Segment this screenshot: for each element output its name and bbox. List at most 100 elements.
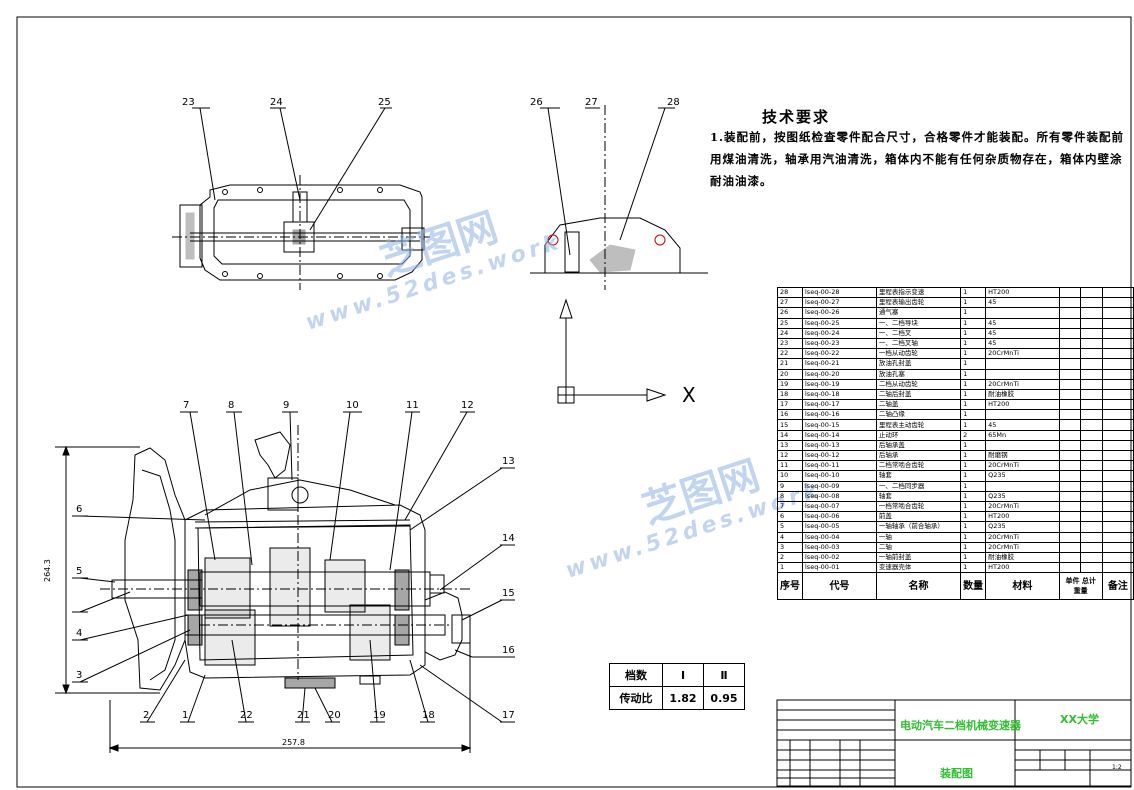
bom-cell-name: 一、二档同步器 [875, 480, 962, 492]
bom-cell-qty: 1 [960, 480, 987, 492]
bom-cell-material: Q235 [985, 521, 1060, 533]
bom-cell-total-weight [1080, 409, 1103, 421]
bom-cell-qty: 1 [960, 562, 987, 574]
bom-cell-code: lseq-00-02 [802, 551, 877, 564]
bom-cell-unit-weight [1058, 490, 1082, 502]
part-label-3: 3 [76, 670, 82, 681]
bom-cell-remark [1101, 348, 1134, 360]
bom-cell-unit-weight [1058, 378, 1082, 390]
bom-cell-total-weight [1080, 378, 1103, 390]
bom-header-name: 名称 [875, 572, 962, 601]
part-label-24: 24 [270, 97, 283, 108]
bom-cell-code: lseq-00-27 [802, 297, 877, 309]
bom-cell-qty: 1 [960, 531, 987, 543]
bom-cell-material [985, 480, 1060, 492]
bom-cell-remark [1101, 317, 1134, 329]
bom-cell-code: lseq-00-16 [802, 409, 877, 421]
part-labels-top: 23 24 25 26 27 28 [182, 97, 680, 108]
bom-cell-total-weight [1080, 307, 1103, 319]
bom-cell-material: 20CrMnTi [985, 531, 1060, 543]
bom-cell-remark [1101, 500, 1134, 513]
width-dimension: 257.8 [282, 738, 305, 747]
bom-cell-material: Q235 [985, 470, 1060, 482]
title-block [776, 699, 1132, 787]
bom-cell-remark [1101, 470, 1134, 482]
tech-requirements-body: 1.装配前，按图纸检查零件配合尺寸，合格零件才能装配。所有零件装配前用煤油清洗，… [710, 130, 1125, 188]
bom-cell-unit-weight [1058, 399, 1082, 411]
part-label-4: 4 [76, 628, 82, 639]
bom-cell-material: 45 [985, 327, 1060, 339]
bom-cell-name: 放油孔塞 [875, 368, 962, 380]
bom-cell-no: 21 [777, 358, 803, 370]
bom-header-total-weight: 总计 [1081, 577, 1096, 586]
bom-cell-qty: 1 [960, 521, 987, 533]
gear-1-ratio: 1.82 [662, 686, 704, 710]
bom-cell-qty: 1 [960, 541, 987, 553]
bom-cell-material [985, 409, 1060, 421]
bom-cell-name: 通气塞 [875, 307, 962, 319]
bom-cell-code: lseq-00-03 [802, 541, 877, 553]
part-labels-main: 1 2 3 4 5 6 7 8 9 10 11 12 13 14 15 16 1… [76, 400, 515, 721]
bom-cell-material: 20CrMnTi [985, 541, 1060, 553]
bom-cell-material [985, 358, 1060, 370]
part-label-13: 13 [502, 456, 515, 467]
bom-cell-no: 10 [777, 470, 803, 482]
bom-cell-qty: 1 [960, 368, 987, 380]
bom-cell-name: 里程表指示变速 [875, 286, 962, 299]
bom-cell-unit-weight [1058, 419, 1082, 431]
bom-cell-qty: 1 [960, 500, 987, 513]
bom-header-code: 代号 [802, 572, 877, 601]
bom-cell-total-weight [1080, 490, 1103, 502]
bom-cell-remark [1101, 327, 1134, 339]
bom-cell-material: 20CrMnTi [985, 460, 1060, 472]
part-label-5: 5 [76, 566, 82, 577]
bom-cell-material: 65Mn [985, 429, 1060, 441]
bom-cell-total-weight [1080, 460, 1103, 472]
bom-cell-total-weight [1080, 388, 1103, 401]
bom-cell-no: 14 [777, 429, 803, 441]
part-label-15: 15 [502, 588, 515, 599]
bom-cell-remark [1101, 409, 1134, 421]
bom-cell-material: 耐磨钢 [985, 449, 1060, 462]
bom-cell-no: 27 [777, 297, 803, 309]
bom-cell-name: 二轴凸缘 [875, 409, 962, 421]
bom-cell-no: 1 [777, 562, 803, 574]
bom-cell-qty: 1 [960, 297, 987, 309]
part-label-25: 25 [378, 97, 391, 108]
bom-cell-qty: 1 [960, 307, 987, 319]
bom-cell-no: 19 [777, 378, 803, 390]
part-label-21: 21 [297, 710, 310, 721]
bom-cell-total-weight [1080, 531, 1103, 543]
bom-cell-material [985, 368, 1060, 380]
bom-cell-qty: 1 [960, 378, 987, 390]
bom-cell-total-weight [1080, 317, 1103, 329]
main-section-view [55, 411, 515, 753]
bom-cell-code: lseq-00-28 [802, 286, 877, 299]
bom-cell-code: lseq-00-25 [802, 317, 877, 329]
bom-header-material: 材料 [985, 572, 1060, 601]
bom-cell-total-weight [1080, 286, 1103, 299]
bom-cell-name: 一、二档叉轴 [875, 337, 962, 350]
bom-cell-remark [1101, 429, 1134, 441]
part-label-8: 8 [228, 400, 234, 411]
part-label-11: 11 [406, 400, 419, 411]
bom-cell-qty: 1 [960, 409, 987, 421]
bom-cell-remark [1101, 551, 1134, 564]
bom-cell-code: lseq-00-14 [802, 429, 877, 441]
bom-cell-total-weight [1080, 337, 1103, 350]
bom-cell-total-weight [1080, 449, 1103, 462]
height-dimension: 264.3 [43, 559, 52, 582]
drawing-type: 装配图 [940, 767, 973, 780]
bom-cell-material: 45 [985, 419, 1060, 431]
product-name: 电动汽车二档机械变速器 [900, 719, 1021, 732]
